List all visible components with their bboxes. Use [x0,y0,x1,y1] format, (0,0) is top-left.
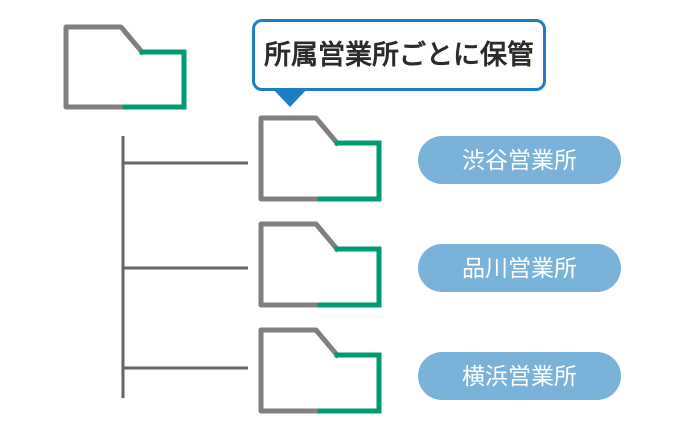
office-pill-label: 渋谷営業所 [462,146,577,173]
tree-connector-lines [121,136,248,398]
child-folder-icon-1 [258,221,382,308]
callout-box: 所属営業所ごとに保管 [252,19,546,91]
child-folder-icon-0 [258,115,382,202]
office-pill-label: 品川営業所 [462,254,577,281]
child-folder-icon-2 [258,327,382,414]
office-pill-yokohama: 横浜営業所 [418,352,621,400]
callout-text: 所属営業所ごとに保管 [264,39,534,70]
office-pill-shinagawa: 品川営業所 [418,244,621,292]
office-pill-label: 横浜営業所 [462,362,577,389]
callout-arrow-down-icon [272,88,308,107]
root-folder-icon [63,24,187,110]
office-pill-shibuya: 渋谷営業所 [418,136,621,184]
